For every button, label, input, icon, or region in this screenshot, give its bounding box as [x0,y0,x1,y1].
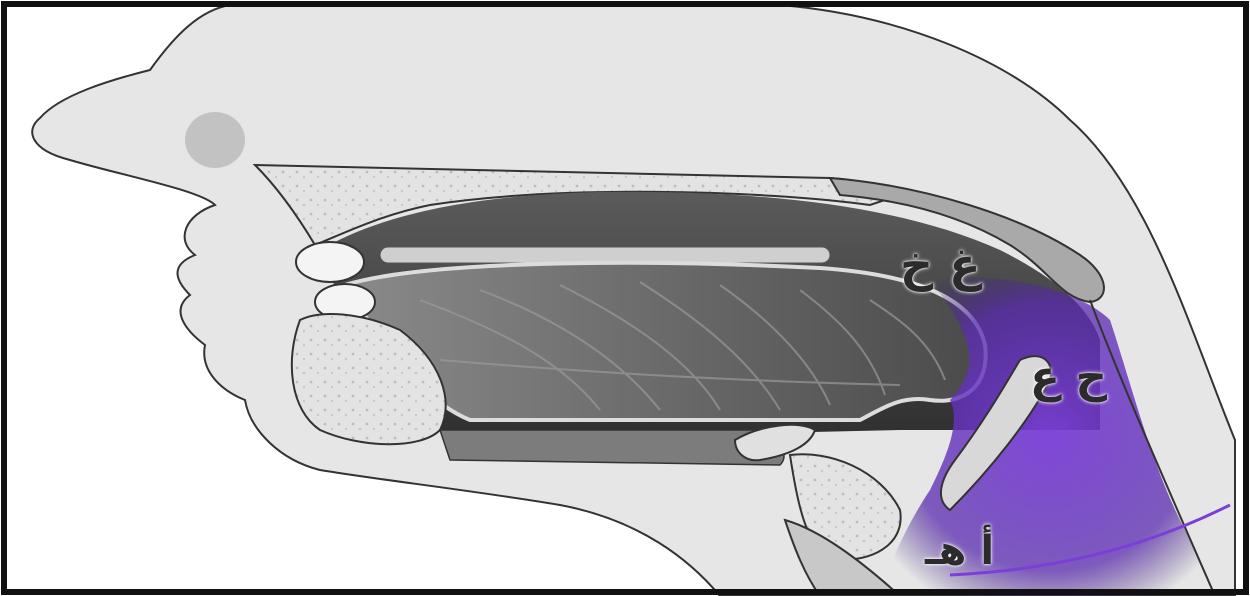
label-upper-group: غ خ [900,238,981,292]
label-middle-group: ح ع [1030,352,1107,403]
label-lower-group: أ هـ [925,528,994,574]
floor-of-mouth [440,430,784,465]
upper-lip [296,242,364,282]
nostril-shadow [185,112,245,168]
upper-teeth [380,247,830,263]
